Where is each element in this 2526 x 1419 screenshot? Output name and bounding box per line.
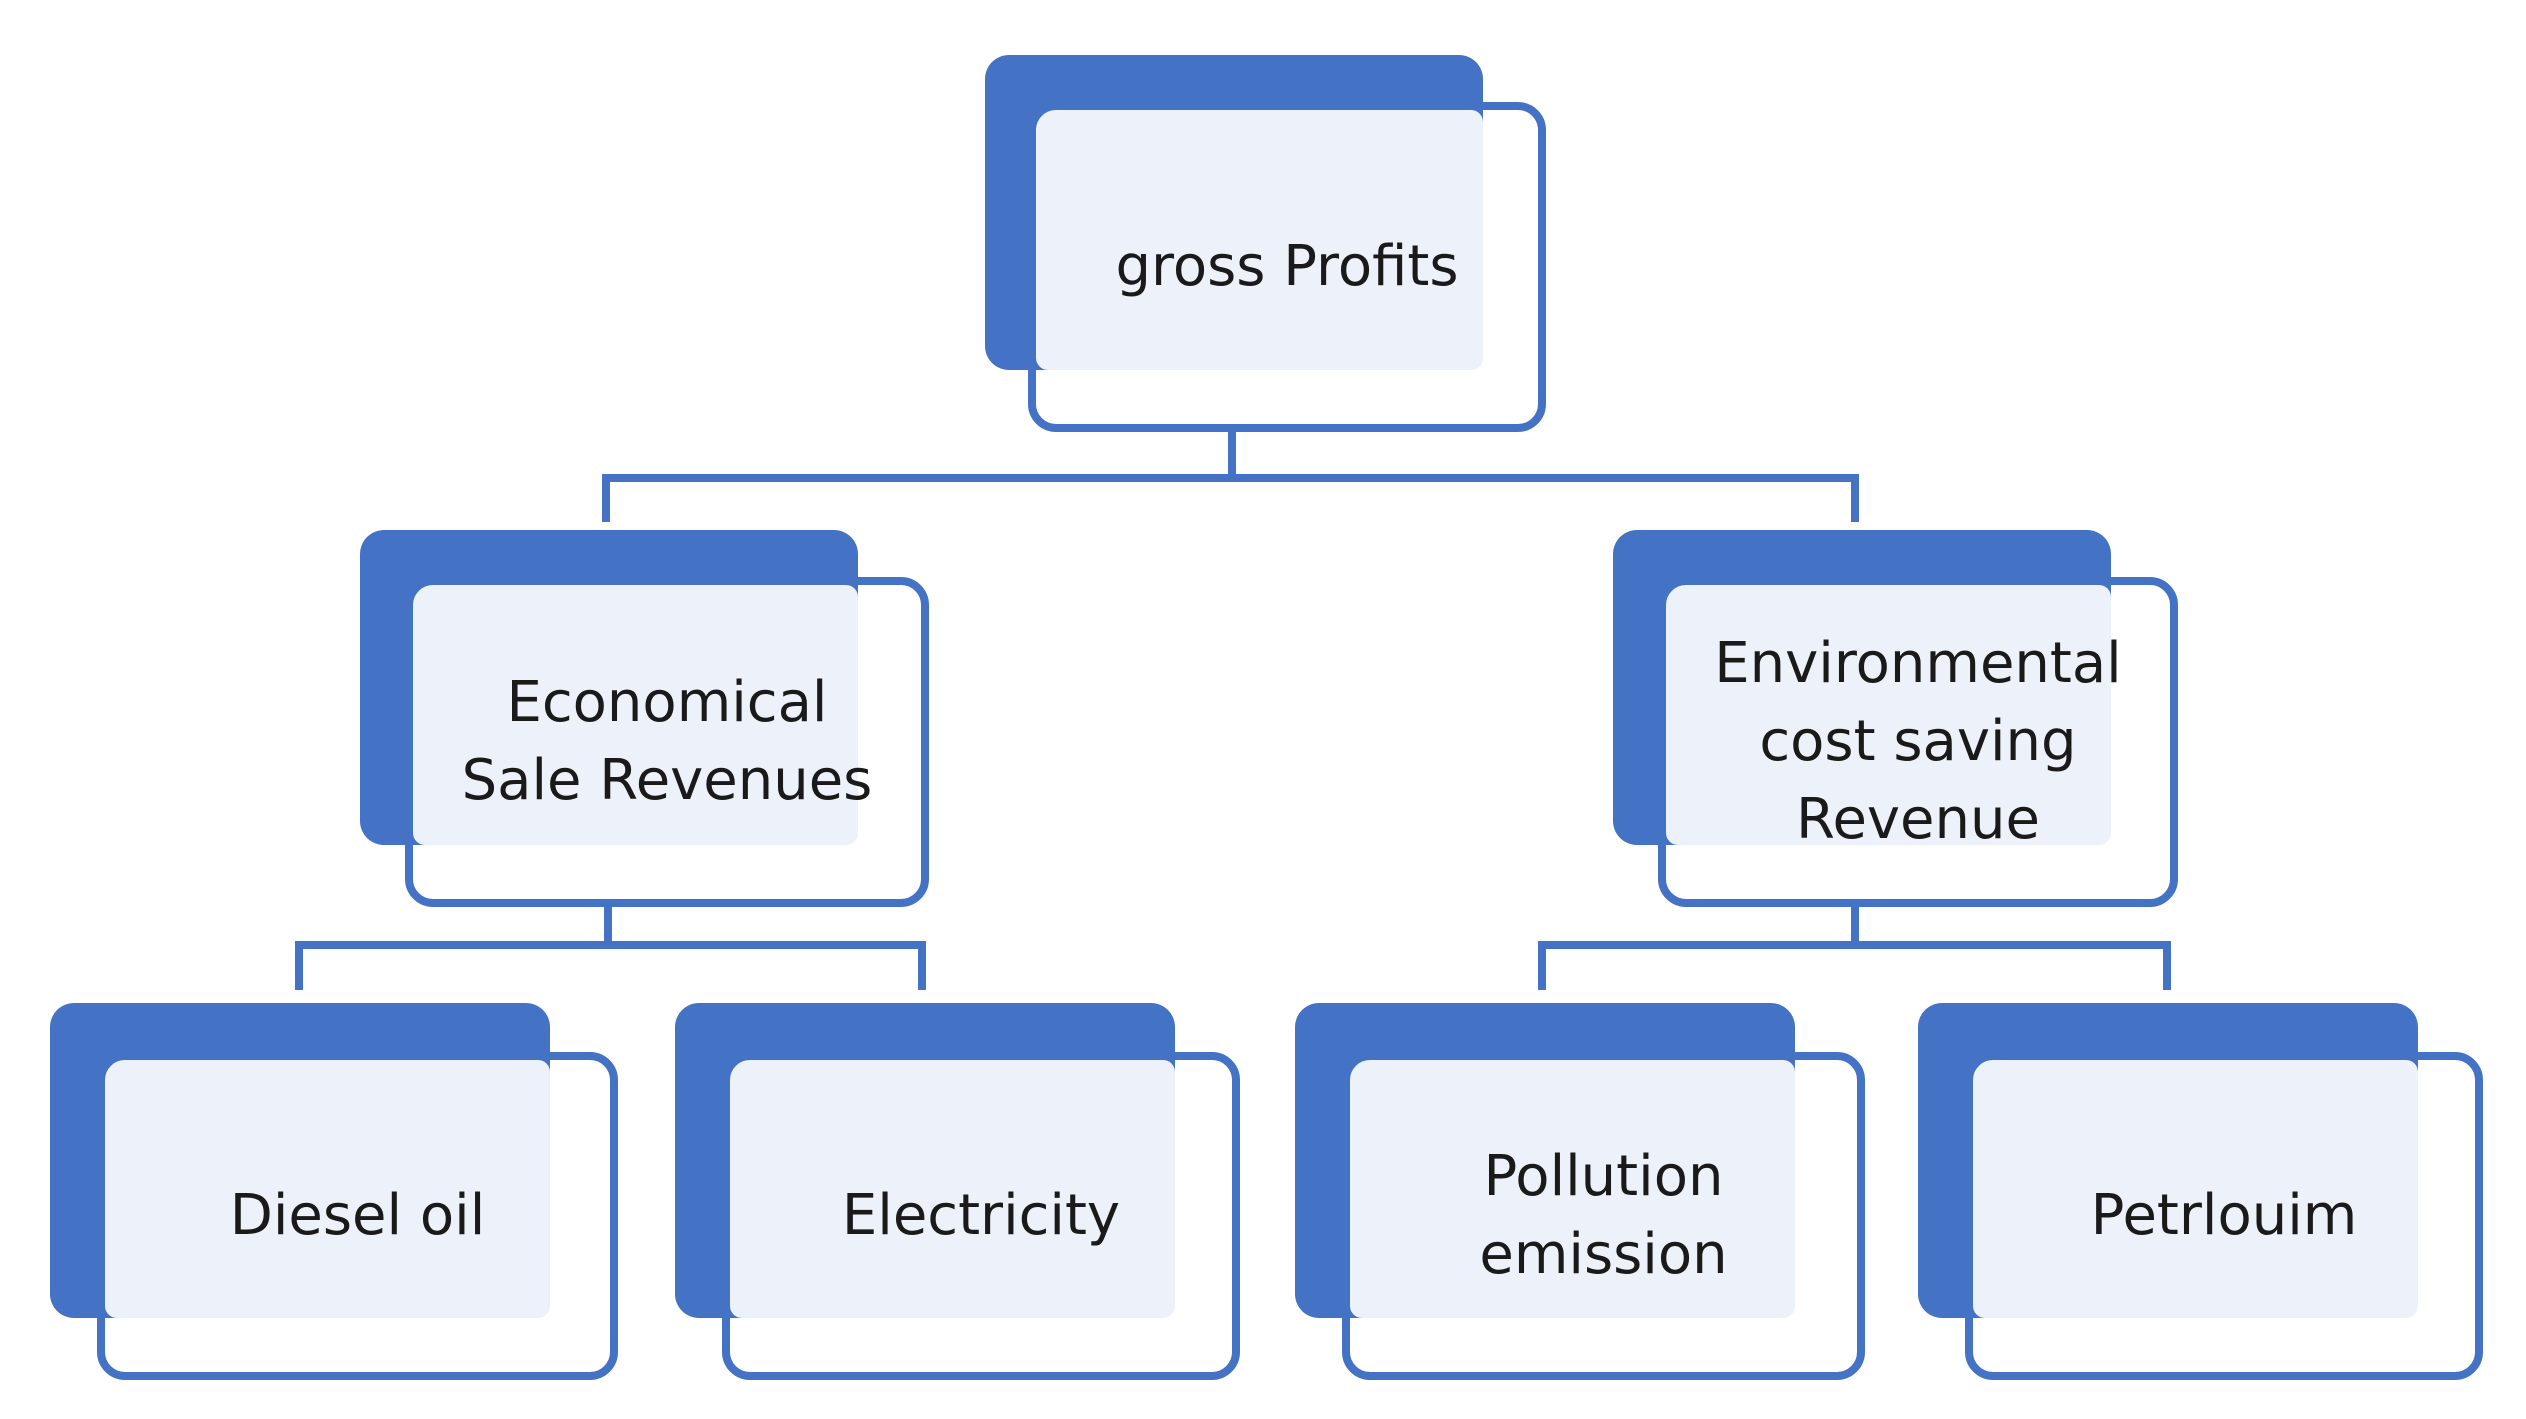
node-frame — [405, 577, 929, 907]
node-label: Pollution emission — [1479, 1144, 1728, 1287]
node-environmental-cost-saving-revenue: Environmental cost saving Revenue — [1613, 530, 2178, 907]
node-fill — [413, 585, 858, 845]
node-frame — [722, 1052, 1240, 1380]
node-frame — [97, 1052, 618, 1380]
node-frame — [1342, 1052, 1865, 1380]
node-diesel-oil: Diesel oil — [50, 1003, 618, 1380]
node-frame — [1658, 577, 2178, 907]
node-petrlouim: Petrlouim — [1918, 1003, 2483, 1380]
node-fill — [105, 1060, 550, 1318]
node-electricity: Electricity — [675, 1003, 1240, 1380]
node-fill — [1036, 110, 1483, 370]
node-frame — [1965, 1052, 2483, 1380]
node-fill — [1973, 1060, 2418, 1318]
connector-economical-to-leaves — [295, 905, 926, 990]
connector-environmental-to-leaves — [1538, 905, 2171, 990]
node-gross-profits: gross Profits — [985, 55, 1546, 432]
node-fill — [1666, 585, 2111, 845]
node-frame — [1028, 102, 1546, 432]
node-label: gross Profits — [1115, 234, 1459, 299]
connector-root-to-level2 — [602, 430, 1859, 522]
node-economical-sale-revenues: Economical Sale Revenues — [360, 530, 929, 907]
node-label: Diesel oil — [229, 1183, 486, 1248]
node-label: Petrlouim — [2090, 1183, 2358, 1248]
node-fill — [730, 1060, 1175, 1318]
node-pollution-emission: Pollution emission — [1295, 1003, 1865, 1380]
node-label: Economical Sale Revenues — [461, 670, 873, 813]
node-label: Environmental cost saving Revenue — [1714, 631, 2122, 852]
node-label: Electricity — [841, 1183, 1121, 1248]
node-fill — [1350, 1060, 1795, 1318]
